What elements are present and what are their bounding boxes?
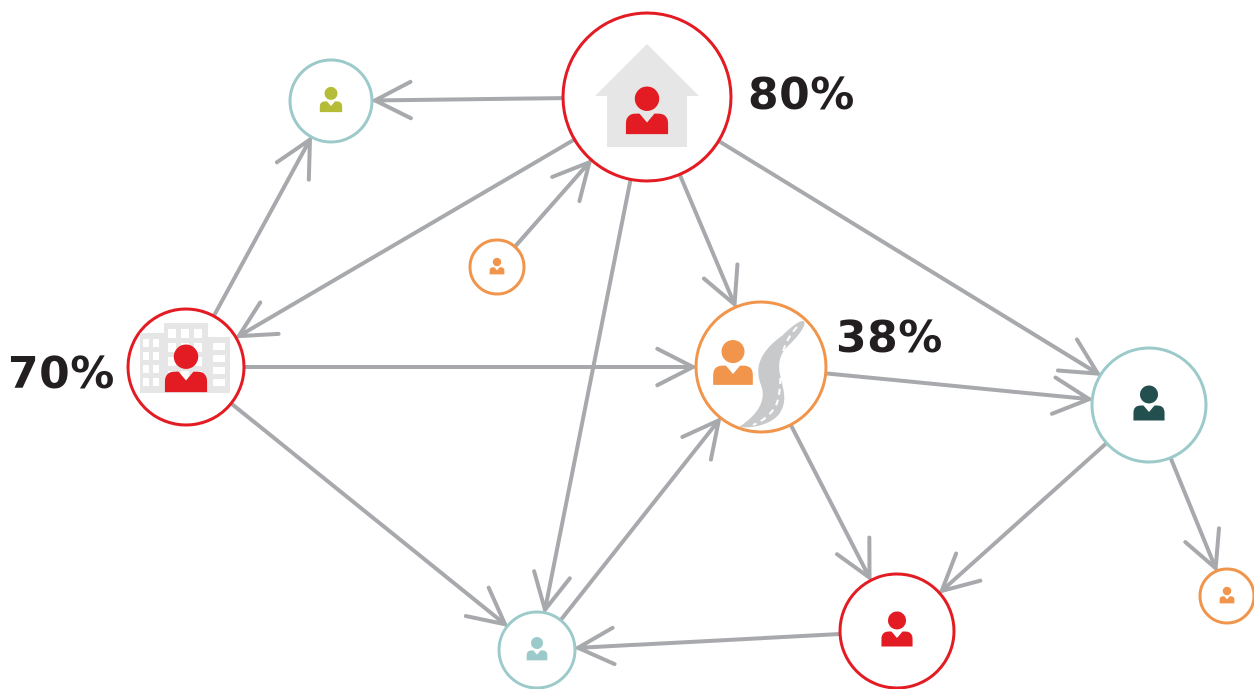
edge-office-to-road [242, 346, 695, 388]
arrowhead [1050, 375, 1092, 416]
node-small-orange-1 [468, 238, 526, 296]
person-icon [164, 344, 208, 393]
arrowhead [1183, 526, 1221, 571]
arrowhead [463, 585, 508, 627]
person-icon [881, 611, 913, 647]
node-home [561, 11, 733, 183]
person-icon [526, 636, 548, 661]
road-icon [739, 321, 805, 428]
arrowhead [532, 569, 572, 612]
person-icon [1219, 586, 1235, 604]
node-olive [288, 58, 374, 144]
arrowhead [655, 346, 695, 388]
edge-home-to-office [236, 137, 577, 339]
office-percentage-label: 70% [8, 348, 115, 399]
arrowhead [372, 79, 413, 121]
edge-small-orange-1-to-home [512, 160, 592, 249]
arrowhead [835, 535, 872, 580]
arrowhead [680, 418, 721, 462]
person-icon [489, 257, 505, 275]
node-road [694, 300, 828, 434]
person-icon [319, 86, 343, 113]
edge-office-to-olive [211, 137, 312, 319]
arrowhead [701, 262, 740, 307]
edge-home-to-olive [372, 79, 566, 121]
arrowhead [939, 551, 983, 593]
node-red-bottom [838, 572, 956, 689]
person-icon [1133, 385, 1165, 421]
edge-office-to-teal-bottom [229, 401, 508, 627]
node-teal-bottom [497, 610, 577, 689]
edge-road-to-red-bottom [788, 422, 872, 580]
edge-dark-teal-to-small-orange-2 [1168, 455, 1221, 571]
node-dark-teal [1090, 346, 1208, 464]
person-icon [713, 340, 753, 385]
edge-dark-teal-to-red-bottom [939, 441, 1109, 593]
person-icon [625, 86, 669, 135]
edge-red-bottom-to-teal-bottom [575, 625, 843, 667]
edge-home-to-road [677, 172, 740, 307]
edge-home-to-dark-teal [716, 138, 1100, 376]
arrowhead [1055, 337, 1100, 376]
arrowhead [550, 160, 592, 203]
node-office [126, 307, 246, 427]
edge-home-to-teal-bottom [532, 177, 633, 612]
edges [211, 79, 1221, 667]
edge-teal-bottom-to-road [558, 418, 721, 623]
arrowhead [274, 137, 312, 182]
road-percentage-label: 38% [836, 312, 943, 363]
home-percentage-label: 80% [748, 69, 855, 120]
node-small-orange-2 [1198, 567, 1254, 625]
arrowhead [236, 300, 281, 339]
arrowhead [575, 625, 617, 667]
edge-road-to-dark-teal [823, 371, 1092, 416]
nodes [126, 11, 1254, 689]
